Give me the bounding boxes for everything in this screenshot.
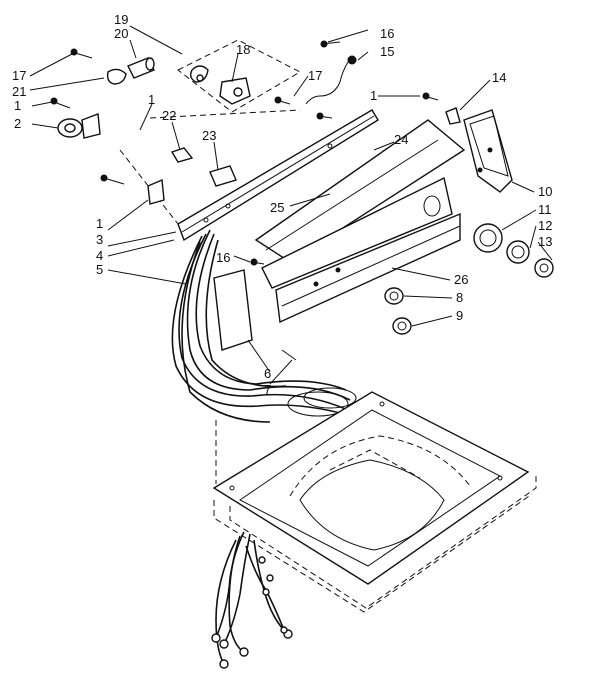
wire-harness — [171, 229, 357, 423]
part-2-switch — [50, 97, 101, 139]
part-10-14-end-cap — [445, 107, 513, 193]
top-frame — [212, 391, 537, 613]
callout-4: 4 — [96, 248, 103, 263]
callout-16: 16 — [216, 250, 230, 265]
callout-1: 1 — [370, 88, 377, 103]
part-4-mounting-bracket — [119, 109, 379, 242]
console-panel — [254, 119, 466, 324]
control-knobs — [384, 223, 554, 335]
callout-1: 1 — [96, 216, 103, 231]
callout-15: 15 — [380, 44, 394, 59]
callout-5: 5 — [96, 262, 103, 277]
callout-3: 3 — [96, 232, 103, 247]
leader-lines — [29, 25, 553, 385]
callout-10: 10 — [538, 184, 552, 199]
callout-19: 19 — [114, 12, 128, 27]
callout-11: 11 — [538, 202, 552, 217]
part-15-16-wire — [274, 40, 439, 120]
callout-8: 8 — [456, 290, 463, 305]
callout-2: 2 — [14, 116, 21, 131]
callout-12: 12 — [538, 218, 552, 233]
part-18-dashed-group — [177, 39, 302, 113]
callout-22: 22 — [162, 108, 176, 123]
callout-20: 20 — [114, 26, 128, 41]
callout-24: 24 — [394, 132, 408, 147]
callout-13: 13 — [538, 234, 552, 249]
callout-1: 1 — [148, 92, 155, 107]
callout-1: 1 — [14, 98, 21, 113]
callout-labels: 19 20 17 21 18 16 15 17 14 1 1 1 2 22 23… — [12, 12, 552, 397]
part-22-23-3 — [100, 147, 237, 205]
part-6-7-side-panel — [213, 258, 297, 361]
callout-6: 6 — [264, 366, 271, 381]
callout-26: 26 — [454, 272, 468, 287]
callout-21: 21 — [12, 84, 26, 99]
callout-16: 16 — [380, 26, 394, 41]
callout-17: 17 — [308, 68, 322, 83]
terminal-wires — [211, 531, 293, 669]
part-20-21-lamp — [70, 48, 155, 85]
callout-9: 9 — [456, 308, 463, 323]
callout-18: 18 — [236, 42, 250, 57]
callout-23: 23 — [202, 128, 216, 143]
callout-14: 14 — [492, 70, 506, 85]
callout-25: 25 — [270, 200, 284, 215]
callout-7: 7 — [264, 382, 271, 397]
callout-17: 17 — [12, 68, 26, 83]
